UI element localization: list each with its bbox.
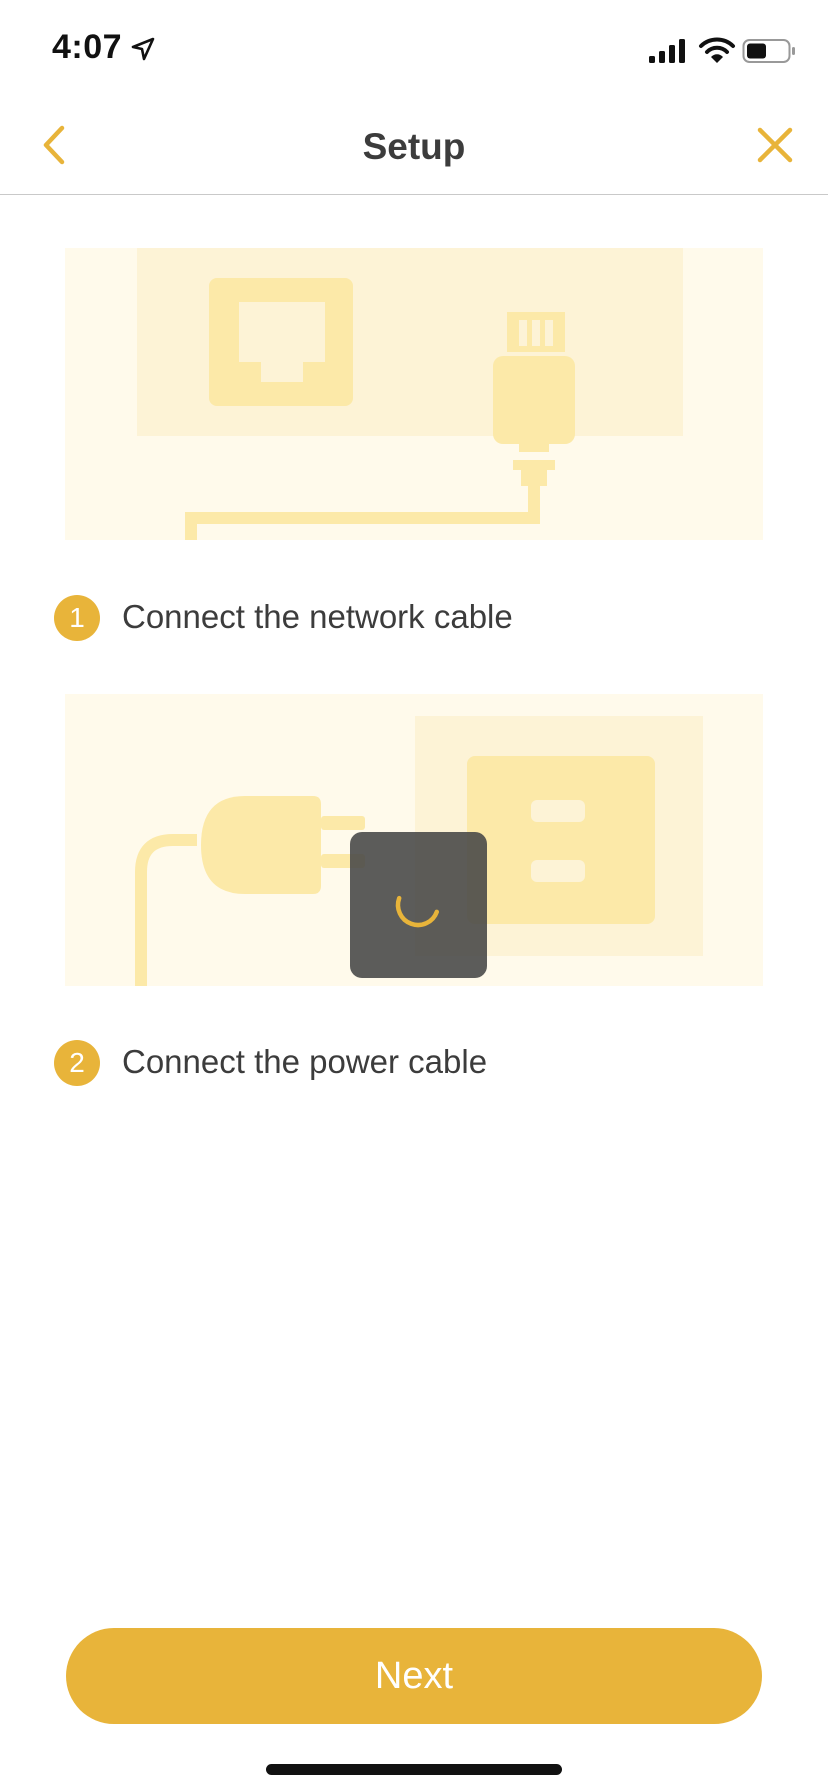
battery-icon [742, 39, 795, 63]
wifi-icon [699, 37, 735, 63]
step-label: Connect the power cable [122, 1043, 488, 1080]
status-time: 4:07 [52, 28, 123, 66]
home-indicator [266, 1764, 562, 1775]
next-button[interactable]: Next [66, 1628, 762, 1724]
step-item: 1 Connect the network cable [54, 595, 774, 641]
page-title: Setup [362, 126, 466, 167]
chevron-left-icon [43, 125, 65, 165]
close-icon [757, 127, 793, 163]
spinner-icon [395, 895, 440, 928]
step-item: 2 Connect the power cable [54, 1040, 774, 1086]
cellular-signal-icon [649, 39, 685, 63]
network-cable-illustration [65, 248, 763, 540]
step-number-badge: 1 [54, 595, 100, 641]
step-number-badge: 2 [54, 1040, 100, 1086]
close-button[interactable] [752, 122, 798, 168]
location-arrow-icon [131, 37, 155, 61]
step-label: Connect the network cable [122, 598, 513, 635]
loading-indicator [350, 832, 487, 978]
back-button[interactable] [34, 118, 84, 172]
nav-bar: Setup [0, 96, 828, 195]
status-bar: 4:07 [0, 0, 828, 96]
